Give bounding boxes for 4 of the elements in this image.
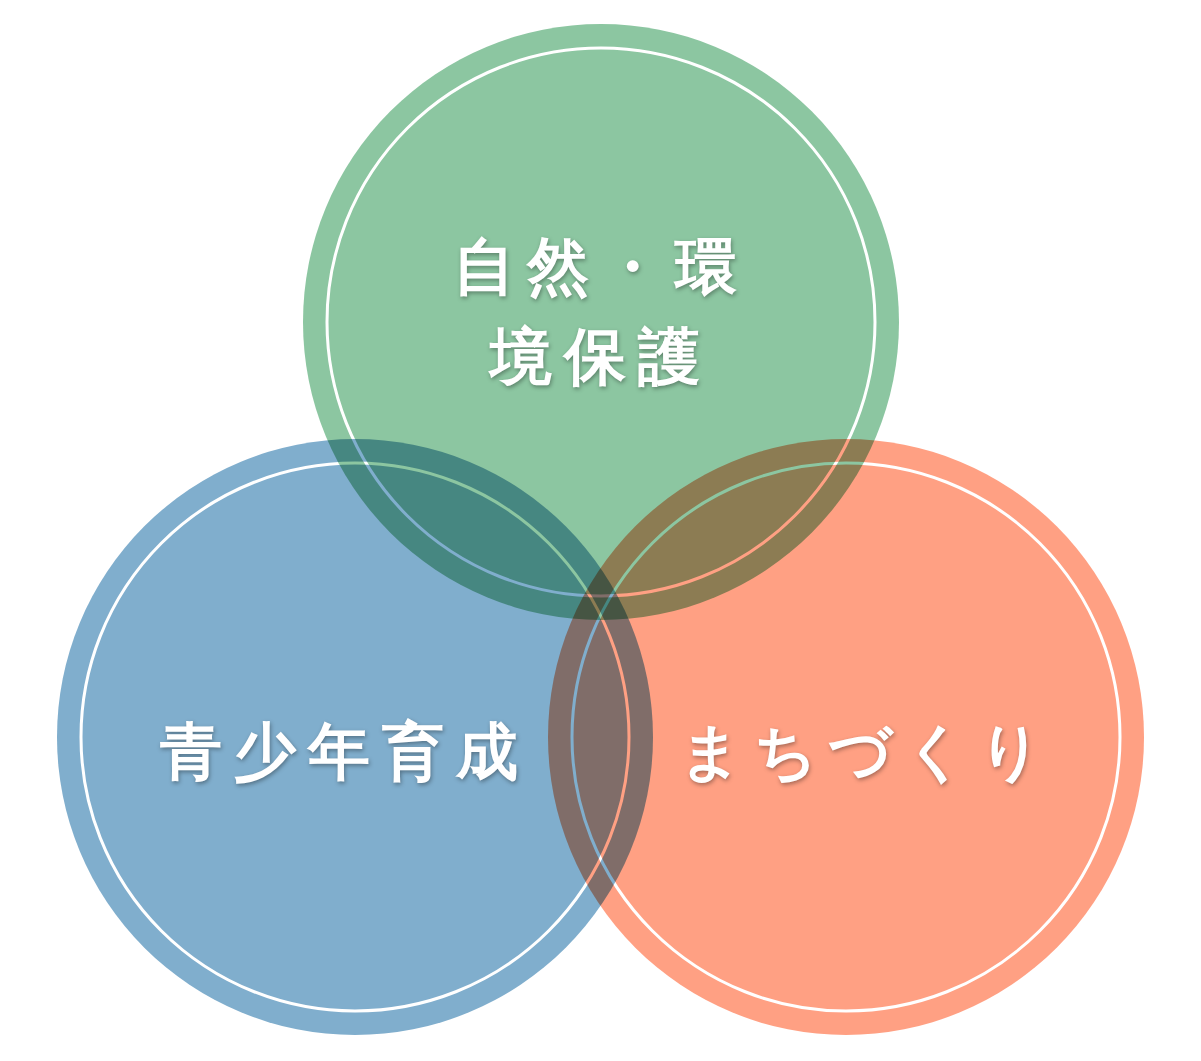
venn-circle — [548, 439, 1144, 1035]
circle-label: まちづくり — [677, 714, 1055, 790]
circle-label: 青少年育成 — [159, 714, 531, 790]
circle-label: 自然・環境保護 — [452, 229, 750, 395]
